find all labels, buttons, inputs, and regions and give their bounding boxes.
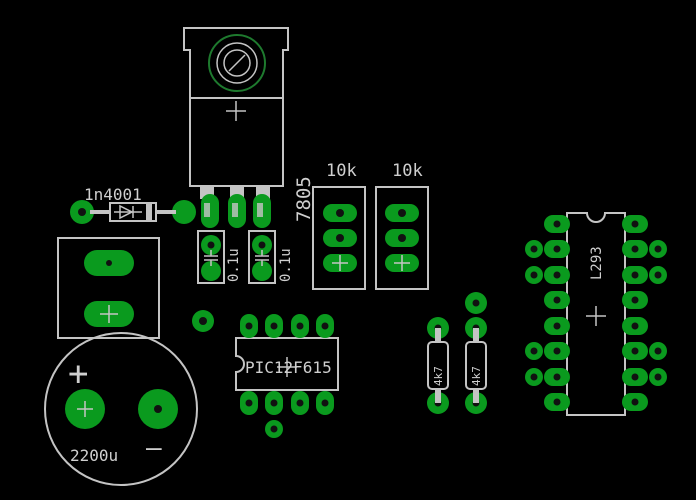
ic1-bottom-pads <box>240 391 334 415</box>
capacitor-2[interactable]: 0.1u <box>248 230 294 284</box>
power-terminal[interactable] <box>57 237 160 339</box>
electrolytic-capacitor[interactable]: + — 2200u <box>44 332 198 486</box>
connector-pads-left <box>525 240 543 386</box>
pot2-label: 10k <box>392 161 423 181</box>
plus-sign-icon: + <box>68 354 88 394</box>
potentiometer-2[interactable]: 10k <box>375 161 429 290</box>
resistor-1[interactable]: 4k7 <box>427 317 449 414</box>
diode-symbol-icon <box>114 204 142 220</box>
ic-l293[interactable]: L293 <box>525 212 667 416</box>
potentiometer-1[interactable]: 10k <box>312 161 366 290</box>
mcu-label: PIC12F615 <box>245 358 332 377</box>
ic-pic12f615[interactable]: PIC12F615 <box>235 314 339 438</box>
capacitor-1[interactable]: 0.1u <box>197 230 242 284</box>
regulator-7805[interactable]: 7805 <box>183 27 315 228</box>
diode-1n4001[interactable]: 1n4001 <box>70 185 196 224</box>
driver-label: L293 <box>589 246 605 280</box>
res1-label: 4k7 <box>432 366 445 386</box>
cap1-label: 0.1u <box>226 248 242 282</box>
resistor-2[interactable]: 4k7 <box>465 292 487 414</box>
ic1-top-pads <box>240 314 334 338</box>
diode-label: 1n4001 <box>84 185 142 204</box>
minus-sign-icon: — <box>146 433 162 463</box>
connector-pads-right <box>649 240 667 386</box>
electrolytic-label: 2200u <box>70 446 118 465</box>
via-pad[interactable] <box>192 310 214 332</box>
regulator-label: 7805 <box>293 176 315 222</box>
res2-label: 4k7 <box>470 366 483 386</box>
mounting-hole-icon <box>208 34 266 92</box>
ic2-left-pads <box>544 215 570 411</box>
cap2-label: 0.1u <box>278 248 294 282</box>
ic2-right-pads <box>622 215 648 411</box>
pot1-label: 10k <box>326 161 357 181</box>
